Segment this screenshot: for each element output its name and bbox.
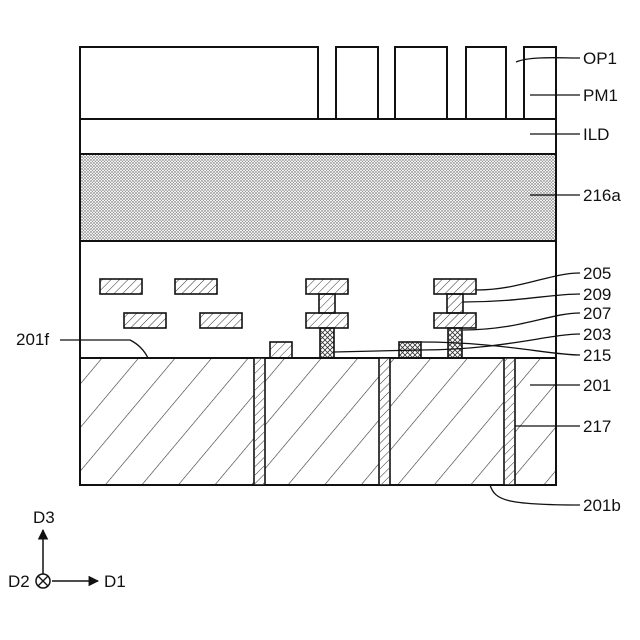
label-201: 201 <box>583 376 611 395</box>
label-201f: 201f <box>16 330 49 349</box>
label-pm1: PM1 <box>583 86 618 105</box>
label-217: 217 <box>583 417 611 436</box>
label-207: 207 <box>583 304 611 323</box>
label-201b: 201b <box>583 496 621 515</box>
label-215: 215 <box>583 346 611 365</box>
label-205: 205 <box>583 264 611 283</box>
axis-label-d3: D3 <box>33 508 55 527</box>
substrate-201 <box>80 358 556 485</box>
label-216a: 216a <box>583 186 621 205</box>
interconnect-layer-215 <box>80 241 556 358</box>
label-ild: ILD <box>583 125 609 144</box>
photoresist-pm1 <box>80 47 556 119</box>
ild-layer <box>80 119 556 154</box>
axis-label-d1: D1 <box>104 572 126 591</box>
label-203: 203 <box>583 325 611 344</box>
axis-indicator: D3 D2 D1 <box>8 508 126 591</box>
d2-into-page-icon <box>36 574 50 588</box>
layer-216a <box>80 154 556 241</box>
label-209: 209 <box>583 285 611 304</box>
label-op1: OP1 <box>583 49 617 68</box>
axis-label-d2: D2 <box>8 572 30 591</box>
